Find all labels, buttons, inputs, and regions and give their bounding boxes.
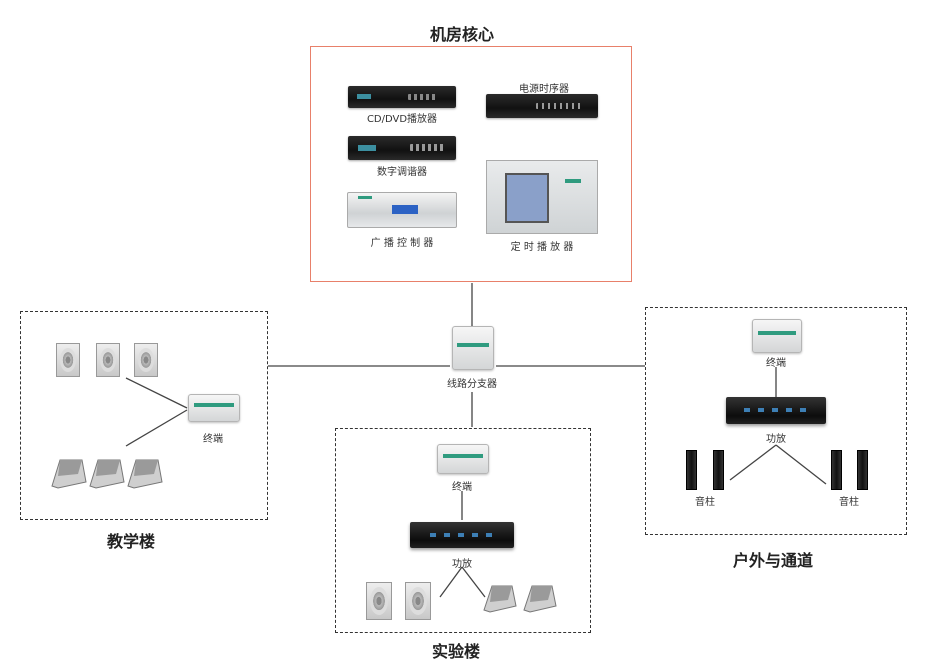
mic-console-group: [48, 452, 168, 492]
column-speaker-icon: [713, 450, 724, 490]
core-room-title: 机房核心: [430, 21, 494, 45]
outdoor-amp-label: 功放: [761, 430, 791, 445]
lab-amplifier-icon: [410, 522, 514, 548]
column-speaker-right-label: 音柱: [834, 493, 864, 508]
teaching-terminal-label: 终端: [198, 430, 228, 445]
timer-player-label: 定 时 播 放 器: [500, 238, 584, 253]
outdoor-title: 户外与通道: [733, 547, 813, 571]
broadcast-controller-icon: [347, 192, 457, 228]
lab-mic-group: [482, 582, 564, 616]
wall-speaker-icon: [56, 343, 80, 377]
outdoor-amplifier-icon: [726, 397, 826, 424]
teaching-building-title: 教学楼: [107, 528, 155, 552]
teaching-terminal-icon: [188, 394, 240, 422]
lab-terminal-label: 终端: [447, 478, 477, 493]
timer-player-icon: [486, 160, 598, 234]
line-splitter-icon: [452, 326, 494, 370]
wall-speaker-icon: [366, 582, 392, 620]
lab-terminal-icon: [437, 444, 489, 474]
digital-tuner-icon: [348, 136, 456, 160]
wall-speaker-icon: [96, 343, 120, 377]
mic-console-icon: [90, 460, 124, 488]
cd-dvd-player-icon: [348, 86, 456, 108]
wall-speaker-icon: [405, 582, 431, 620]
lab-amp-label: 功放: [447, 555, 477, 570]
column-speaker-left-label: 音柱: [690, 493, 720, 508]
mic-console-icon: [128, 460, 162, 488]
mic-console-icon: [52, 460, 86, 488]
broadcast-controller-label: 广 播 控 制 器: [360, 234, 444, 249]
power-sequencer-icon: [486, 94, 598, 118]
splitter-label: 线路分支器: [440, 375, 504, 390]
mic-console-icon: [524, 586, 556, 612]
power-sequencer-label: 电源时序器: [506, 80, 582, 95]
column-speaker-icon: [686, 450, 697, 490]
column-speaker-icon: [857, 450, 868, 490]
wall-speaker-icon: [134, 343, 158, 377]
cd-dvd-label: CD/DVD播放器: [358, 110, 446, 125]
column-speaker-icon: [831, 450, 842, 490]
lab-building-title: 实验楼: [432, 638, 480, 662]
mic-console-icon: [484, 586, 516, 612]
outdoor-terminal-label: 终端: [761, 354, 791, 369]
digital-tuner-label: 数字调谐器: [366, 163, 438, 178]
outdoor-terminal-icon: [752, 319, 802, 353]
